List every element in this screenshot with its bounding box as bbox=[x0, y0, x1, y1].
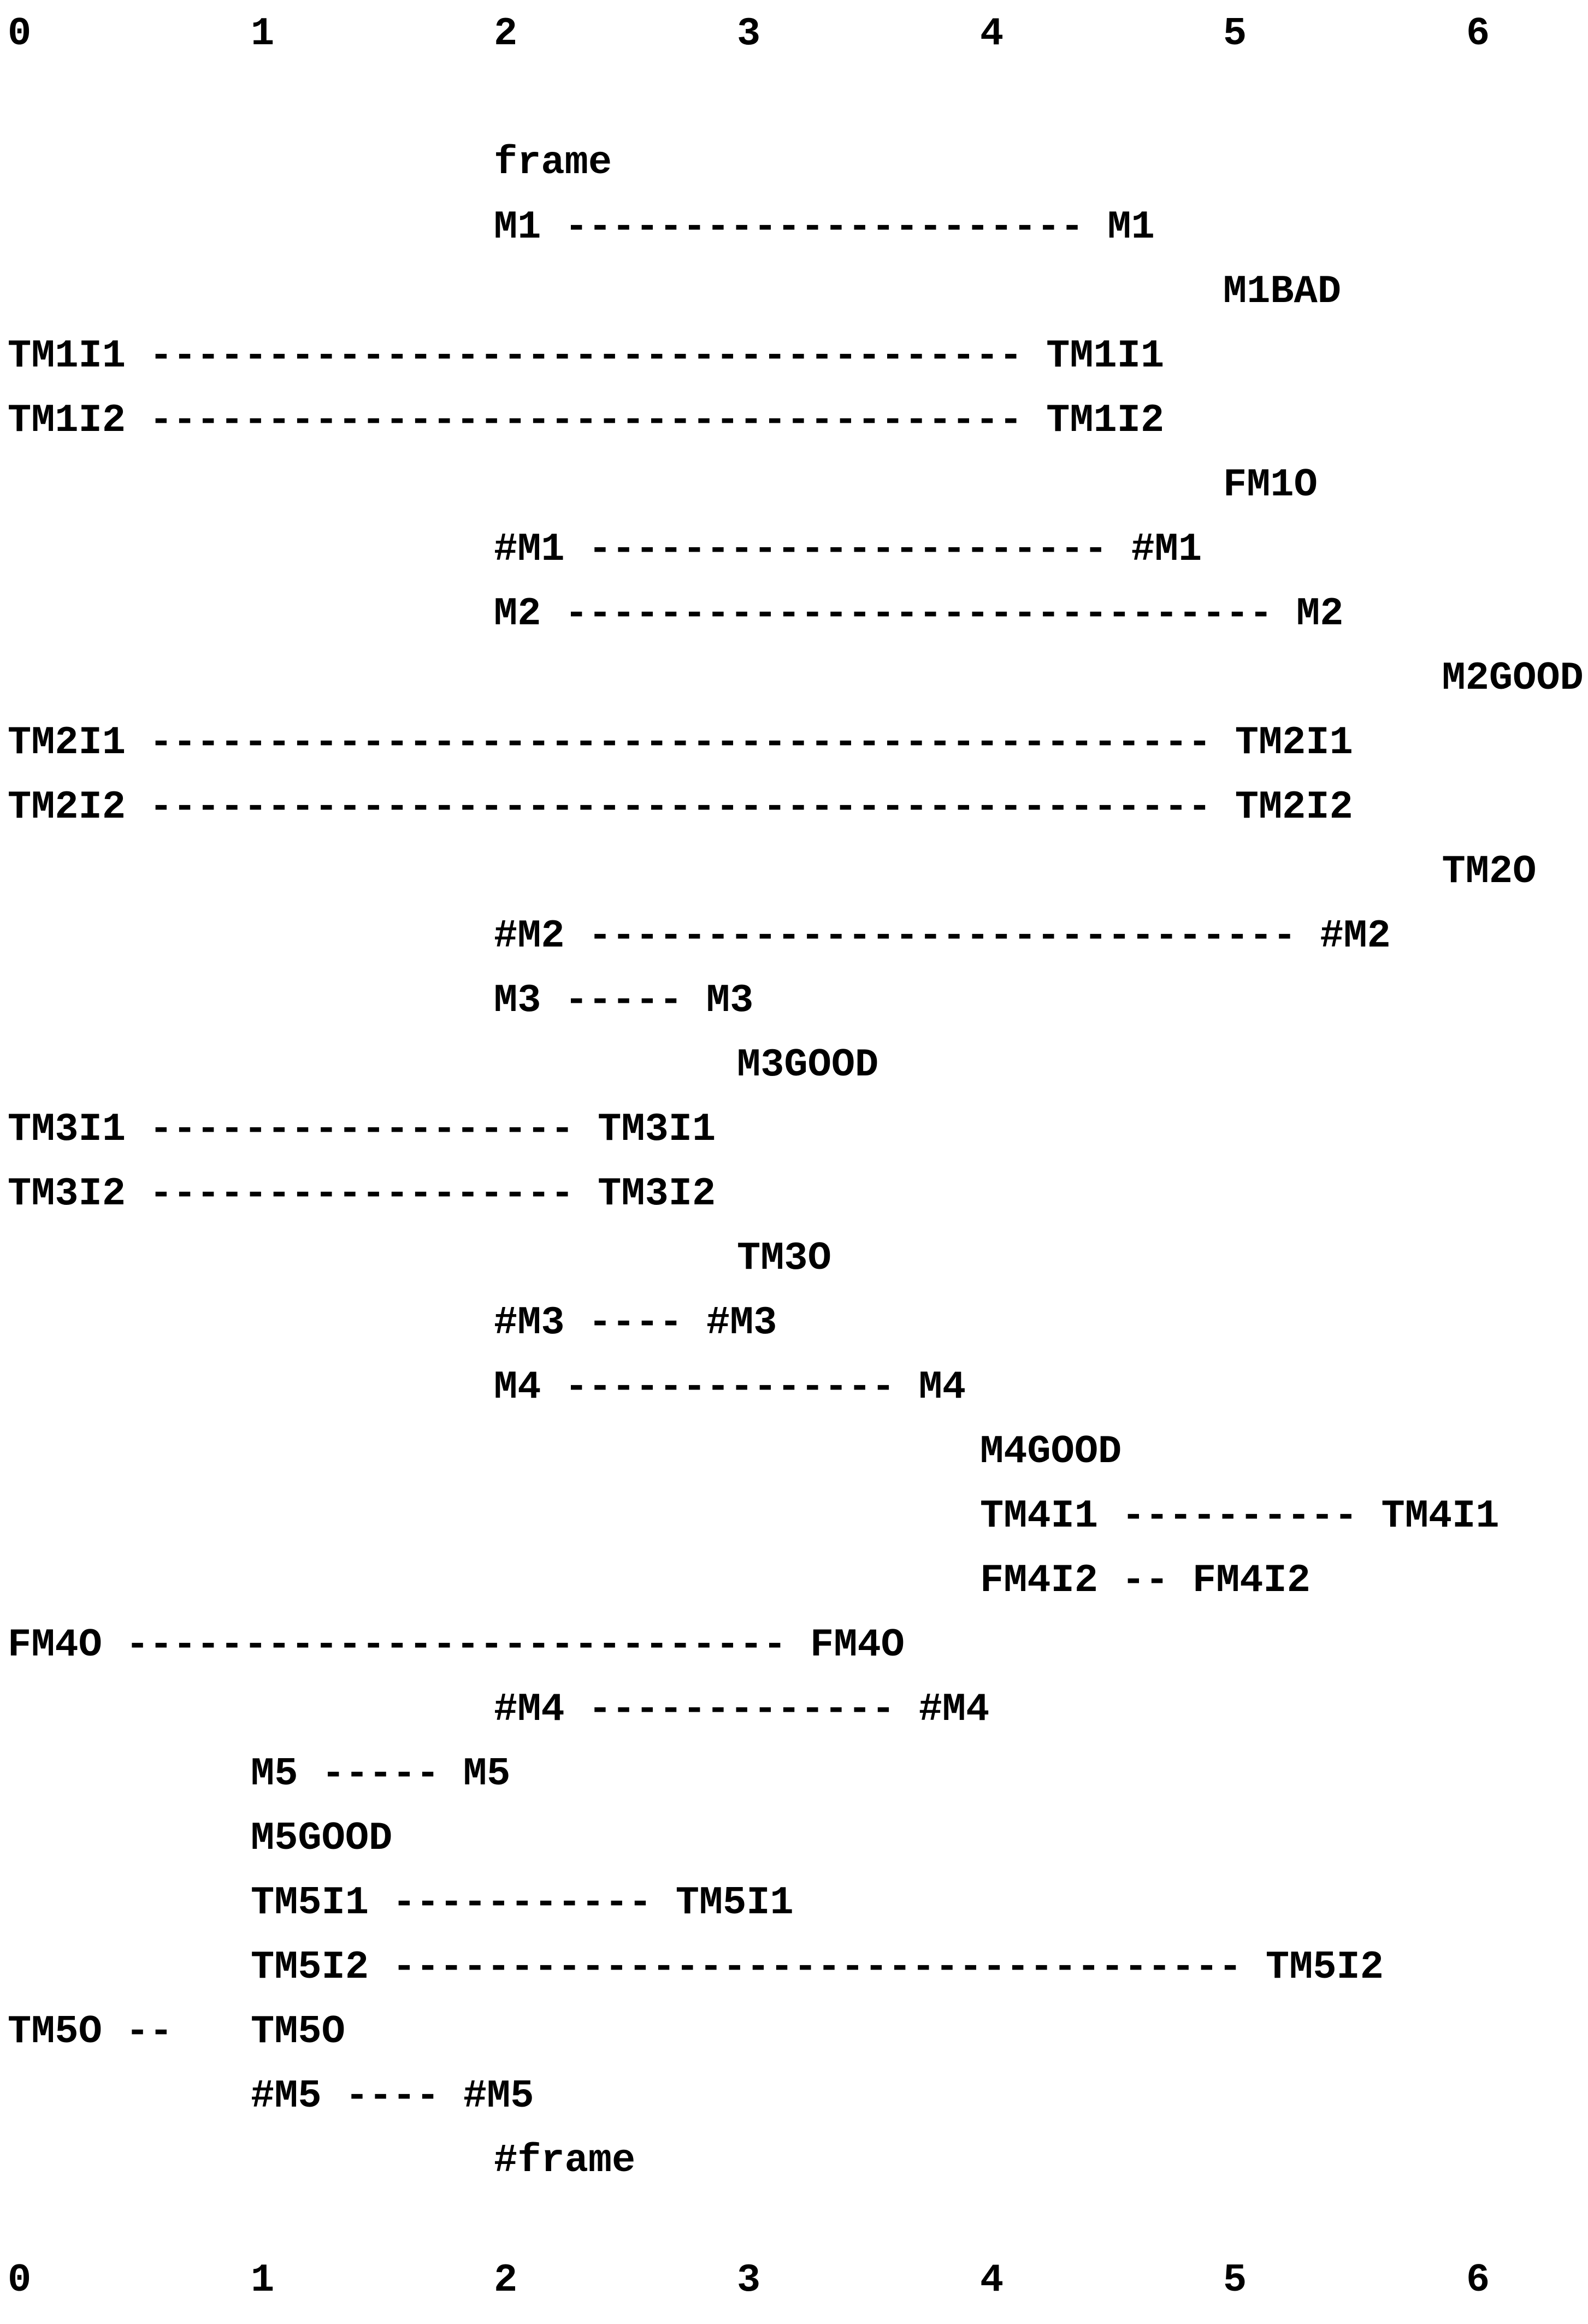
signal-line: TM5I1 ----------- TM5I1 bbox=[251, 1881, 794, 1925]
signal-line: TM2I1 ----------------------------------… bbox=[8, 720, 1353, 765]
signal-line: TM5O bbox=[251, 2009, 345, 2054]
signal-line: #M3 ---- #M3 bbox=[494, 1300, 777, 1345]
signal-line: M5 ----- M5 bbox=[251, 1752, 511, 1796]
signal-line: M3 ----- M3 bbox=[494, 978, 754, 1023]
signal-line: M4GOOD bbox=[980, 1429, 1122, 1474]
signal-line: #M1 ---------------------- #M1 bbox=[494, 527, 1202, 572]
signal-line: M2 ------------------------------ M2 bbox=[494, 592, 1344, 636]
signal-line: frame bbox=[494, 140, 612, 185]
signal-line: M2GOOD bbox=[1442, 656, 1584, 701]
axis-label-bottom: 4 bbox=[980, 2258, 1004, 2303]
axis-label-top: 6 bbox=[1466, 11, 1490, 56]
signal-line: #M2 ------------------------------ #M2 bbox=[494, 914, 1391, 959]
signal-line: TM4I1 ---------- TM4I1 bbox=[980, 1494, 1500, 1539]
axis-label-top: 1 bbox=[251, 11, 275, 56]
signal-line: TM2O bbox=[1442, 849, 1537, 894]
signal-line: TM1I1 ----------------------------------… bbox=[8, 334, 1165, 379]
signal-line: TM3I1 ------------------ TM3I1 bbox=[8, 1107, 716, 1152]
signal-line: FM1O bbox=[1223, 463, 1318, 507]
signal-line: M3GOOD bbox=[737, 1043, 879, 1087]
axis-label-bottom: 2 bbox=[494, 2258, 518, 2303]
axis-label-bottom: 0 bbox=[8, 2258, 32, 2303]
signal-line: #M5 ---- #M5 bbox=[251, 2074, 534, 2119]
axis-label-bottom: 1 bbox=[251, 2258, 275, 2303]
signal-line: M5GOOD bbox=[251, 1816, 393, 1861]
axis-label-bottom: 5 bbox=[1223, 2258, 1247, 2303]
signal-line: TM2I2 ----------------------------------… bbox=[8, 785, 1353, 830]
axis-label-top: 5 bbox=[1223, 11, 1247, 56]
axis-label-bottom: 6 bbox=[1466, 2258, 1490, 2303]
signal-line: TM3O bbox=[737, 1236, 831, 1281]
signal-line: TM3I2 ------------------ TM3I2 bbox=[8, 1172, 716, 1216]
axis-label-top: 2 bbox=[494, 11, 518, 56]
axis-label-bottom: 3 bbox=[737, 2258, 761, 2303]
signal-line: #frame bbox=[494, 2138, 636, 2183]
signal-line: M1BAD bbox=[1223, 269, 1342, 314]
signal-line: FM4O ---------------------------- FM4O bbox=[8, 1623, 905, 1667]
signal-line: TM5O -- bbox=[8, 2009, 173, 2054]
axis-label-top: 0 bbox=[8, 11, 32, 56]
axis-label-top: 4 bbox=[980, 11, 1004, 56]
axis-label-top: 3 bbox=[737, 11, 761, 56]
signal-line: M4 -------------- M4 bbox=[494, 1365, 966, 1410]
signal-line: M1 ---------------------- M1 bbox=[494, 205, 1155, 250]
signal-line: TM1I2 ----------------------------------… bbox=[8, 398, 1165, 443]
signal-line: FM4I2 -- FM4I2 bbox=[980, 1558, 1310, 1603]
signal-line: TM5I2 ----------------------------------… bbox=[251, 1945, 1384, 1990]
signal-line: #M4 ------------- #M4 bbox=[494, 1687, 990, 1732]
